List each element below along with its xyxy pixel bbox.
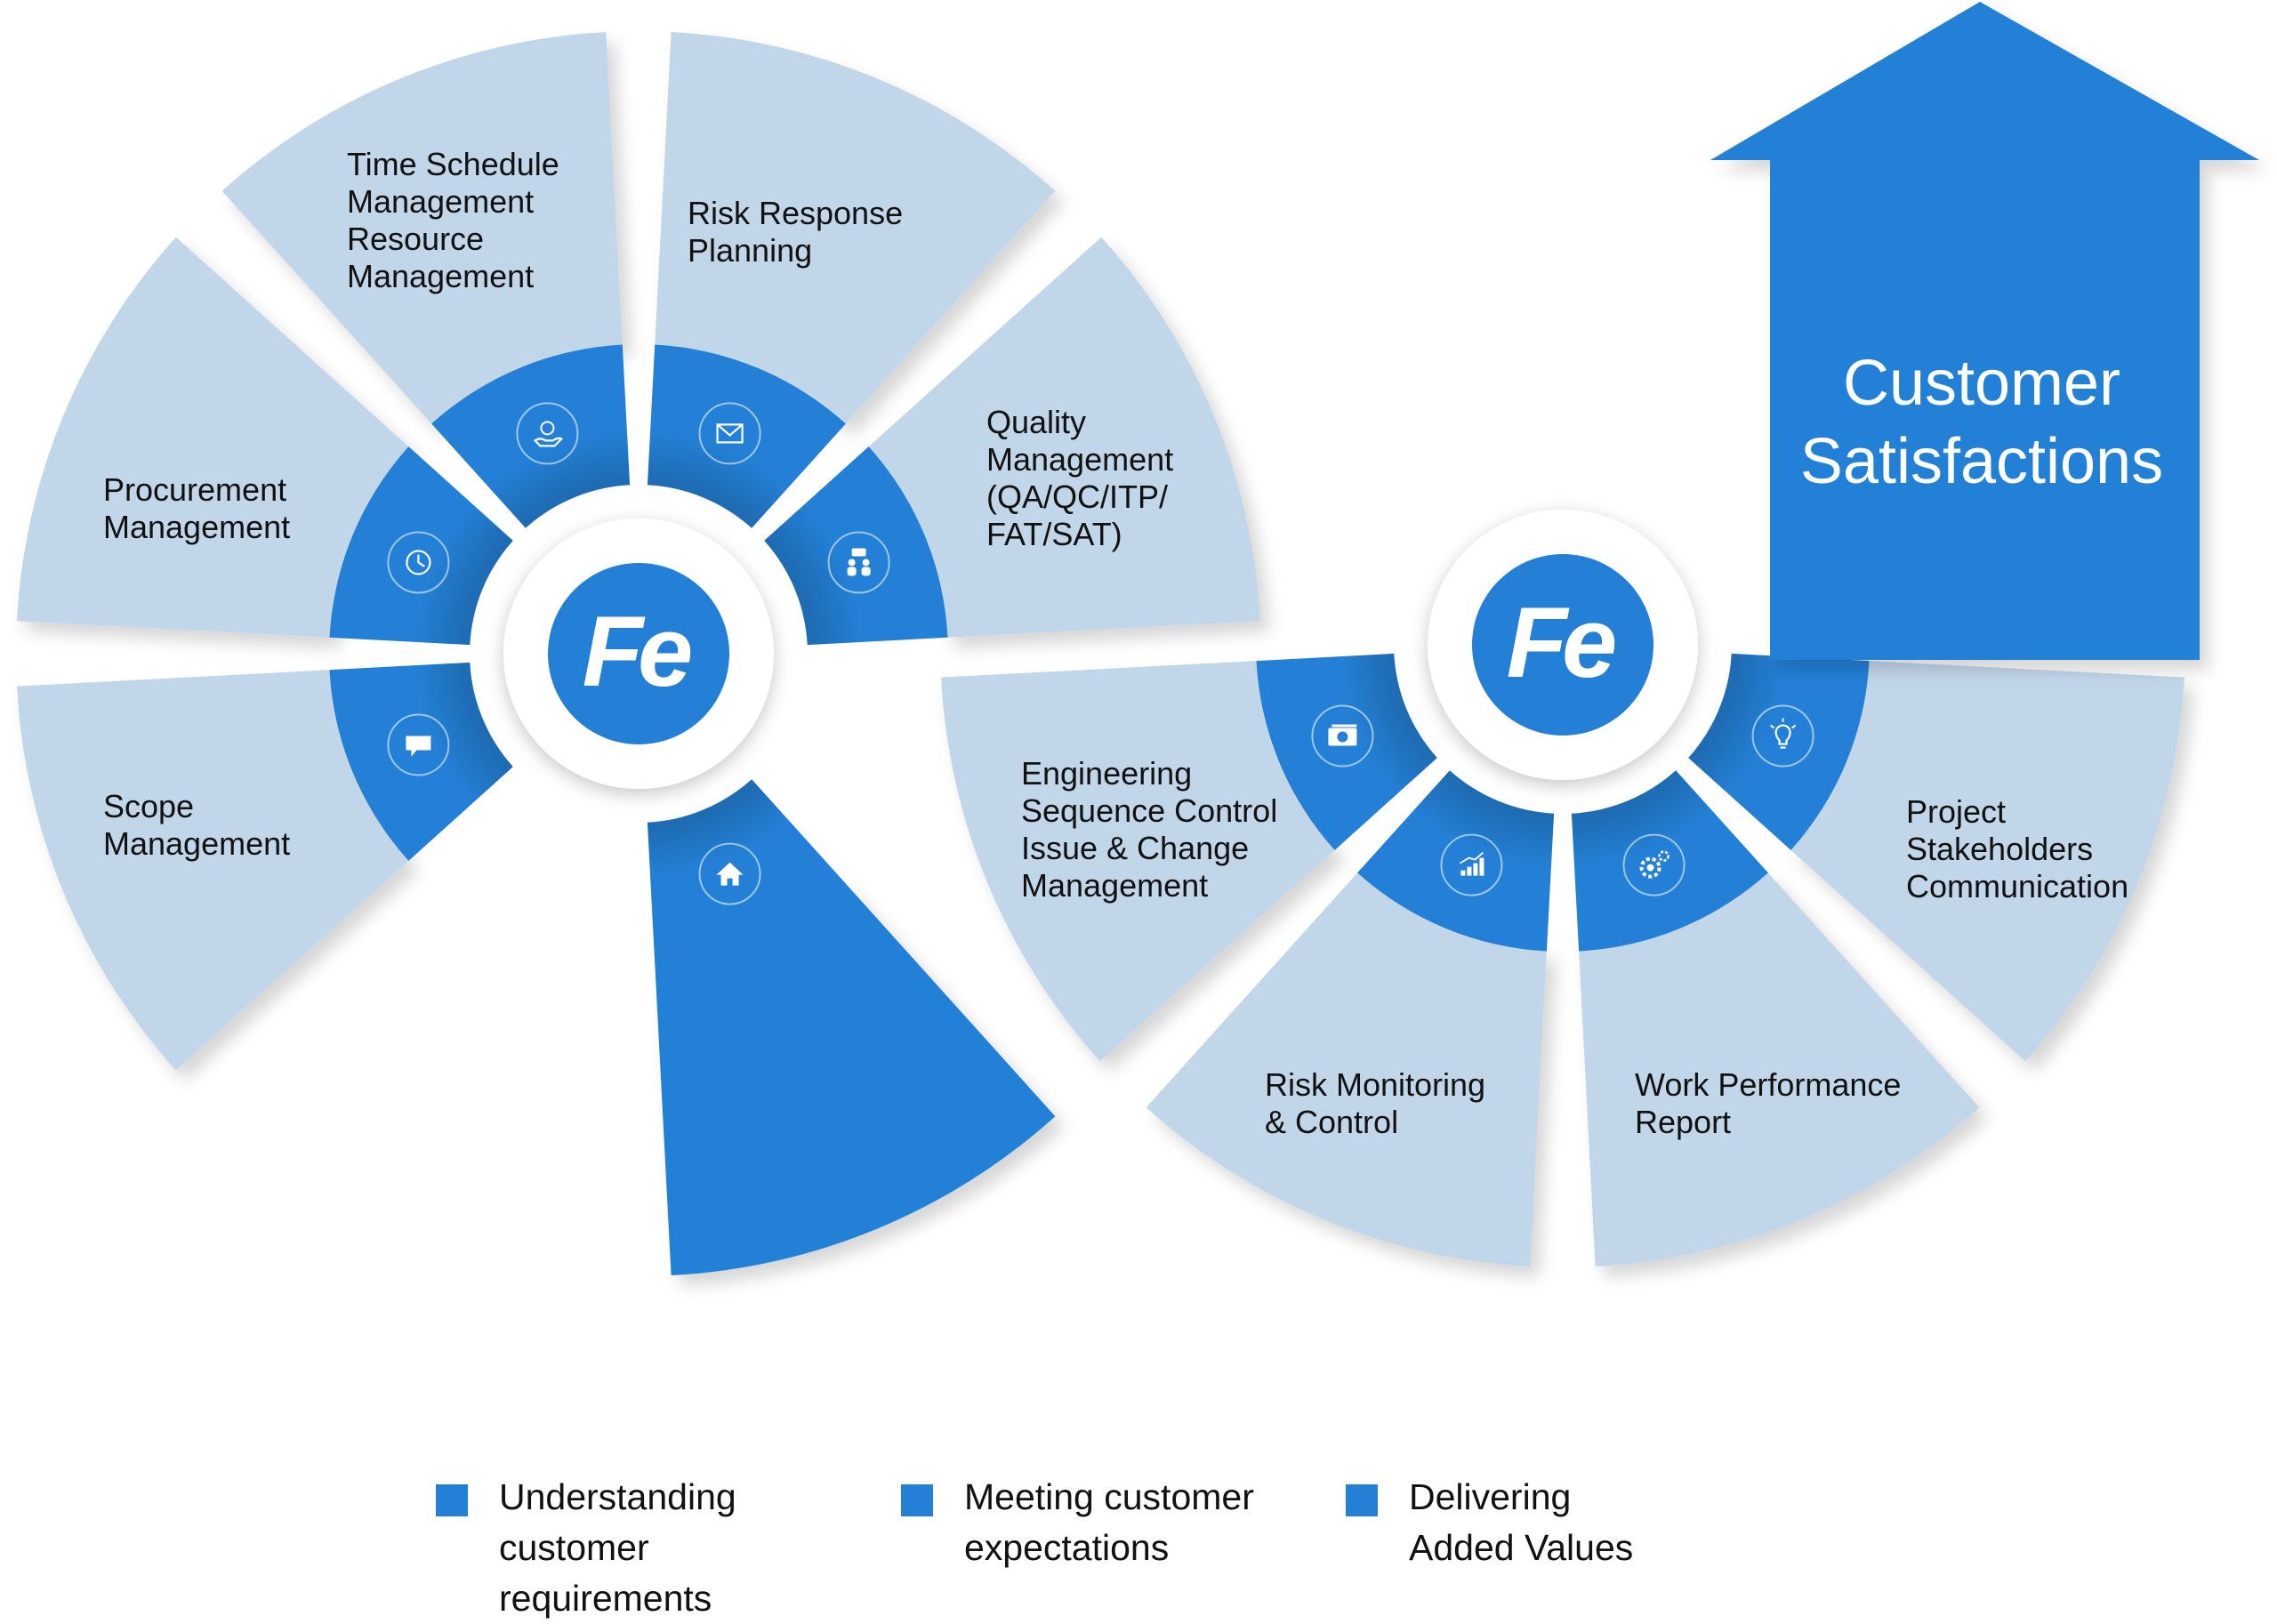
money-hand-icon [516, 402, 579, 465]
segment-procurement-ring-shade [329, 446, 513, 646]
segment-scope-ring-shade [329, 662, 513, 861]
segment-customer-report-outer [655, 882, 1056, 1275]
segment-risk-monitoring-ring-shade [1357, 770, 1555, 952]
segment-stakeholders-outer [1789, 661, 2184, 1062]
cash-icon [1311, 704, 1374, 768]
gears-icon [1622, 833, 1686, 896]
legend-line: customer [499, 1527, 649, 1568]
segment-quality-outer [867, 237, 1260, 638]
envelope-icon [698, 402, 761, 465]
legend-line: Meeting customer [964, 1476, 1254, 1517]
label-risk-monitoring: Risk Monitoring& Control [1265, 1066, 1485, 1140]
segment-scope [17, 662, 513, 1071]
segment-time [221, 32, 631, 528]
segment-quality-ring-shade [764, 446, 948, 646]
segment-risk-monitoring [1146, 770, 1555, 1266]
customer-satisfactions-arrow [1710, 2, 2259, 660]
logo-left: Fe [503, 519, 774, 789]
arrow-shape [1710, 2, 2259, 660]
segment-scope-outer [17, 670, 410, 1071]
right-cycle: Fe [941, 510, 2184, 1266]
segment-risk-response-ring-shade [647, 344, 846, 528]
segment-risk-response-outer [655, 32, 1056, 425]
legend-item-understanding: Understanding customer requirements [436, 1472, 736, 1624]
legend-line: requirements [499, 1578, 712, 1619]
legend-swatch [1346, 1484, 1378, 1516]
clock-icon [387, 531, 450, 594]
segment-work-performance-outer [1579, 871, 1980, 1266]
legend-swatch [901, 1484, 933, 1516]
logo-disc [548, 563, 729, 744]
lightbulb-icon [1751, 704, 1814, 768]
chat-bubble-icon [387, 713, 450, 776]
logo-text: Fe [583, 596, 691, 707]
segment-time-ring-shade [431, 344, 631, 528]
segment-risk-response [647, 32, 1056, 528]
segment-time-outer [221, 32, 623, 425]
legend-line: Added Values [1409, 1527, 1634, 1568]
segment-work-performance-ring-shade [1571, 770, 1768, 952]
segment-procurement [17, 237, 513, 646]
legend-line: Delivering [1409, 1476, 1572, 1517]
legend-line: Understanding [499, 1476, 736, 1517]
legend-swatch [436, 1484, 468, 1516]
segment-quality [764, 237, 1260, 646]
segment-risk-monitoring-outer [1146, 871, 1547, 1266]
legend-line: expectations [964, 1527, 1170, 1568]
segment-customer-report [647, 779, 1056, 1275]
segment-engineering-outer [941, 661, 1337, 1062]
logo-right: Fe [1428, 510, 1698, 780]
segment-stakeholders [1688, 653, 2184, 1062]
icon-layer [387, 402, 1814, 905]
segment-customer-report-ring-shade [647, 779, 846, 963]
bar-chart-icon [1440, 833, 1503, 896]
legend-item-delivering: Delivering Added Values [1346, 1472, 1633, 1573]
logo-text: Fe [1507, 587, 1615, 698]
legend-item-meeting: Meeting customer expectations [901, 1472, 1254, 1573]
segment-engineering [941, 653, 1437, 1062]
segment-stakeholders-ring-shade [1688, 653, 1870, 850]
home-icon [698, 842, 761, 905]
segment-procurement-outer [17, 237, 410, 638]
logo-disc [1472, 554, 1653, 736]
segment-work-performance [1571, 770, 1980, 1266]
segment-engineering-ring-shade [1256, 653, 1437, 850]
left-cycle: Fe [17, 32, 1260, 1275]
team-chat-icon [827, 531, 890, 594]
